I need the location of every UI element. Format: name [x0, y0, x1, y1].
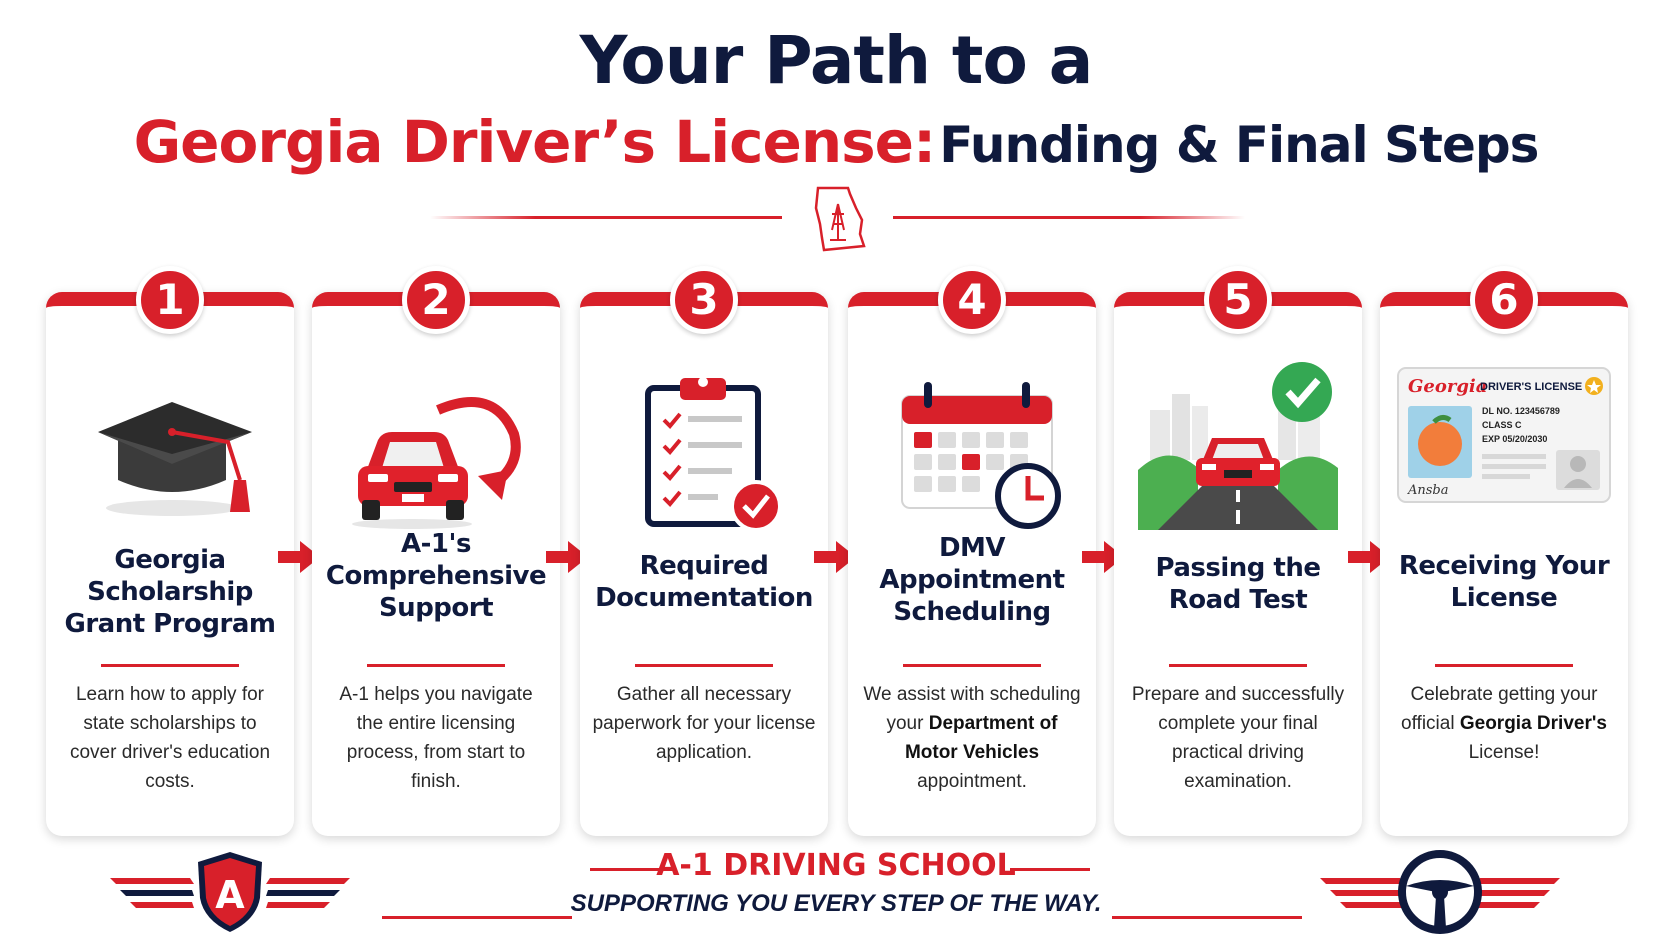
step-separator — [1169, 664, 1307, 667]
step-description-post: appointment. — [917, 771, 1027, 792]
step-description: Prepare and successfully complete your f… — [1131, 684, 1345, 792]
page-title-line2: Georgia Driver’s License: Funding & Fina… — [0, 108, 1672, 176]
divider-line-left — [430, 216, 782, 219]
license-class-text: CLASS C — [1482, 420, 1522, 430]
step-description: A-1 helps you navigate the entire licens… — [339, 684, 533, 792]
georgia-state-icon — [814, 186, 866, 252]
step-description-pre: Celebrate getting your official — [1401, 684, 1598, 734]
step-description-post: License! — [1468, 742, 1540, 763]
steps-row: 1 Georgia Scholarship Grant Program Lear… — [0, 262, 1672, 840]
calendar-clock-icon — [901, 382, 1061, 529]
license-exp-text: EXP 05/20/2030 — [1482, 434, 1547, 444]
footer-tagline: SUPPORTING YOU EVERY STEP OF THE WAY. — [570, 890, 1102, 917]
step-card-1: 1 Georgia Scholarship Grant Program Lear… — [46, 266, 294, 836]
step-number-badge: 6 — [1470, 266, 1538, 334]
step-description: Learn how to apply for state scholarship… — [69, 684, 271, 792]
footer: A A-1 DRIVING SCHOOL SUPPORTING YOU EVER… — [0, 848, 1672, 938]
step-separator — [1435, 664, 1573, 667]
step-number-badge: 1 — [136, 266, 204, 334]
step-card-6: 6 Georgia DRIVER'S LICENSE DL NO. 123456… — [1380, 266, 1628, 836]
title-divider — [0, 180, 1672, 260]
clipboard-checklist-icon — [645, 377, 782, 532]
title-red-part: Georgia Driver’s License: — [133, 108, 937, 176]
footer-line-right — [1112, 916, 1302, 919]
car-with-arrow-icon — [352, 397, 521, 529]
license-state-text: Georgia — [1408, 376, 1487, 397]
footer-line-brand-right — [1010, 868, 1090, 871]
step-separator — [101, 664, 239, 667]
step-title: A-1's Comprehensive Support — [325, 529, 547, 623]
divider-line-right — [893, 216, 1245, 219]
step-title: DMV Appointment Scheduling — [879, 533, 1065, 627]
shield-logo-icon: A — [110, 852, 350, 932]
license-dl-no-text: DL NO. 123456789 — [1482, 406, 1560, 416]
step-number-badge: 4 — [938, 266, 1006, 334]
step-number-badge: 2 — [402, 266, 470, 334]
graduation-cap-icon — [98, 402, 252, 516]
step-separator — [635, 664, 773, 667]
step-separator — [367, 664, 505, 667]
step-number-badge: 3 — [670, 266, 738, 334]
arrow-right-icon — [1348, 541, 1390, 573]
road-test-icon — [1138, 362, 1338, 530]
step-card-2: 2 A-1's Comprehensive Support A-1 helps … — [312, 266, 560, 836]
arrow-right-icon — [546, 541, 588, 573]
step-description-bold: Georgia Driver's — [1459, 713, 1607, 734]
license-signature-text: Ansba — [1407, 483, 1449, 498]
step-description-bold: Department of Motor Vehicles — [904, 713, 1058, 763]
arrow-right-icon — [1082, 541, 1124, 573]
step-title: Receiving Your License — [1398, 551, 1610, 613]
step-number-badge: 5 — [1204, 266, 1272, 334]
arrow-right-icon — [278, 541, 320, 573]
step-description-pre: We assist with scheduling your — [863, 684, 1081, 734]
title-navy-part: Funding & Final Steps — [939, 116, 1539, 174]
step-card-4: 4 DMV Appoint — [848, 266, 1096, 836]
step-card-3: 3 Required Documentation Gather all nece… — [580, 266, 828, 836]
license-label-text: DRIVER'S LICENSE — [1480, 381, 1582, 393]
shield-letter: A — [215, 873, 245, 917]
step-card-5: 5 Passing the Road Test Prepare and succ… — [1114, 266, 1362, 836]
step-description: We assist with scheduling your Departmen… — [860, 680, 1084, 796]
steering-wheel-logo-icon — [1320, 850, 1560, 934]
page-title-line1: Your Path to a — [579, 22, 1094, 99]
footer-line-brand-left — [590, 868, 670, 871]
footer-line-left — [382, 916, 572, 919]
step-description: Gather all necessary paperwork for your … — [592, 684, 816, 763]
arrow-right-icon — [814, 541, 856, 573]
drivers-license-card-icon: Georgia DRIVER'S LICENSE DL NO. 12345678… — [1397, 367, 1611, 503]
step-title: Passing the Road Test — [1155, 553, 1321, 615]
step-separator — [903, 664, 1041, 667]
step-title: Required Documentation — [595, 551, 813, 613]
step-description: Celebrate getting your official Georgia … — [1392, 680, 1616, 767]
footer-brand: A-1 DRIVING SCHOOL — [656, 848, 1016, 883]
step-title: Georgia Scholarship Grant Program — [64, 545, 276, 639]
